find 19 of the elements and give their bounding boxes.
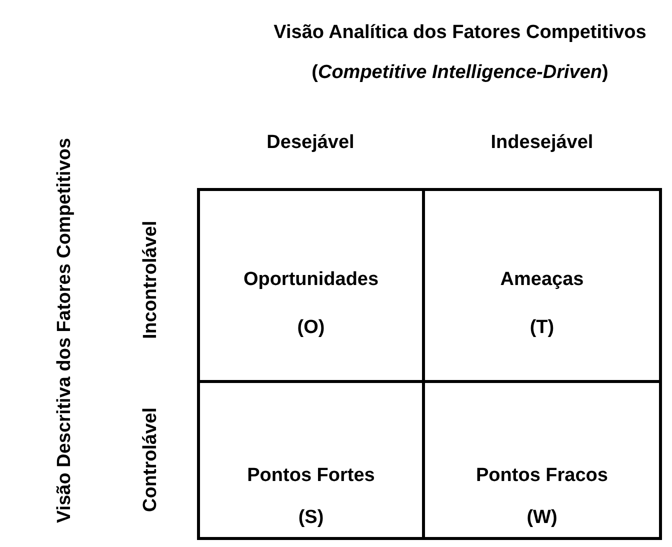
row-header: Controlável [140,408,162,512]
quadrant-heading: Ameaças [500,269,584,291]
quadrant-heading: Pontos Fracos [476,465,608,487]
title: Visão Analítica dos Fatores Competitivos [274,22,646,43]
matrix-cell [197,380,425,540]
subtitle: (Competitive Intelligence-Driven) [312,62,608,84]
row-header: Incontrolável [140,220,162,340]
matrix-cell [197,188,425,383]
quadrant-letter: (S) [298,507,324,529]
quadrant-heading: Pontos Fortes [247,465,375,487]
quadrant-heading: Oportunidades [243,269,379,291]
column-header: Indesejável [490,132,594,154]
column-header: Desejável [266,132,354,154]
quadrant-letter: (W) [526,507,558,529]
quadrant-letter: (O) [297,317,325,339]
axis-title: Visão Descritiva dos Fatores Competitivos [53,137,76,523]
matrix-cell [422,380,662,540]
matrix-cell [422,188,662,383]
quadrant-letter: (T) [530,317,554,339]
